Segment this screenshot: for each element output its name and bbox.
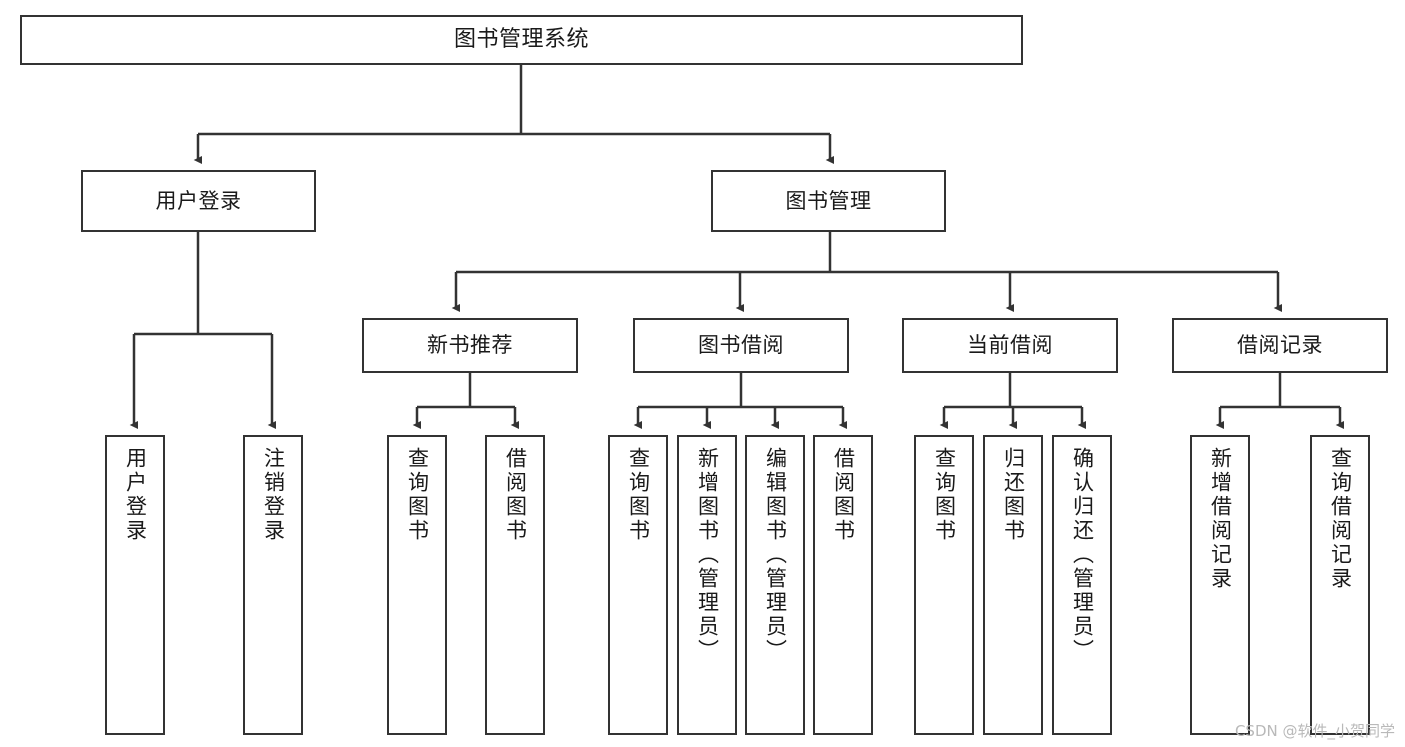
leaf-logout[interactable]: 注销登录	[243, 435, 303, 735]
leaf-borrow-book[interactable]: 借阅图书	[813, 435, 873, 735]
node-root-label: 图书管理系统	[453, 27, 589, 53]
node-current-borrow[interactable]: 当前借阅	[902, 318, 1118, 373]
leaf-borrow-book-label: 借阅图书	[831, 447, 856, 543]
node-current-borrow-label: 当前借阅	[967, 333, 1053, 358]
node-user-login[interactable]: 用户登录	[81, 170, 316, 232]
leaf-query-book-newbook-label: 查询图书	[405, 447, 430, 543]
node-book-management[interactable]: 图书管理	[711, 170, 946, 232]
leaf-edit-book-admin[interactable]: 编辑图书（管理员）	[745, 435, 805, 735]
leaf-confirm-return-admin-label: 确认归还（管理员）	[1070, 447, 1095, 663]
node-borrow-record-label: 借阅记录	[1237, 333, 1323, 358]
node-book-borrow-label: 图书借阅	[698, 333, 784, 358]
leaf-borrow-book-newbook-label: 借阅图书	[503, 447, 528, 543]
leaf-query-borrow-record-label: 查询借阅记录	[1328, 447, 1353, 591]
leaf-edit-book-admin-label: 编辑图书（管理员）	[763, 447, 788, 663]
node-root[interactable]: 图书管理系统	[20, 15, 1023, 65]
node-new-book-recommend-label: 新书推荐	[427, 333, 513, 358]
leaf-return-book-label: 归还图书	[1001, 447, 1026, 543]
node-borrow-record[interactable]: 借阅记录	[1172, 318, 1388, 373]
node-book-management-label: 图书管理	[785, 188, 872, 213]
node-book-borrow[interactable]: 图书借阅	[633, 318, 849, 373]
leaf-user-login[interactable]: 用户登录	[105, 435, 165, 735]
leaf-query-book-newbook[interactable]: 查询图书	[387, 435, 447, 735]
leaf-add-borrow-record-label: 新增借阅记录	[1208, 447, 1233, 591]
watermark-text: CSDN @软件_小贺同学	[1234, 722, 1395, 740]
leaf-query-book-current[interactable]: 查询图书	[914, 435, 974, 735]
leaf-query-book-borrow[interactable]: 查询图书	[608, 435, 668, 735]
node-user-login-label: 用户登录	[155, 188, 242, 213]
leaf-add-book-admin-label: 新增图书（管理员）	[695, 447, 720, 663]
leaf-add-borrow-record[interactable]: 新增借阅记录	[1190, 435, 1250, 735]
leaf-return-book[interactable]: 归还图书	[983, 435, 1043, 735]
leaf-query-book-current-label: 查询图书	[932, 447, 957, 543]
leaf-add-book-admin[interactable]: 新增图书（管理员）	[677, 435, 737, 735]
leaf-query-book-borrow-label: 查询图书	[626, 447, 651, 543]
leaf-logout-label: 注销登录	[261, 447, 286, 543]
node-new-book-recommend[interactable]: 新书推荐	[362, 318, 578, 373]
leaf-query-borrow-record[interactable]: 查询借阅记录	[1310, 435, 1370, 735]
leaf-confirm-return-admin[interactable]: 确认归还（管理员）	[1052, 435, 1112, 735]
leaf-user-login-label: 用户登录	[123, 447, 148, 543]
leaf-borrow-book-newbook[interactable]: 借阅图书	[485, 435, 545, 735]
